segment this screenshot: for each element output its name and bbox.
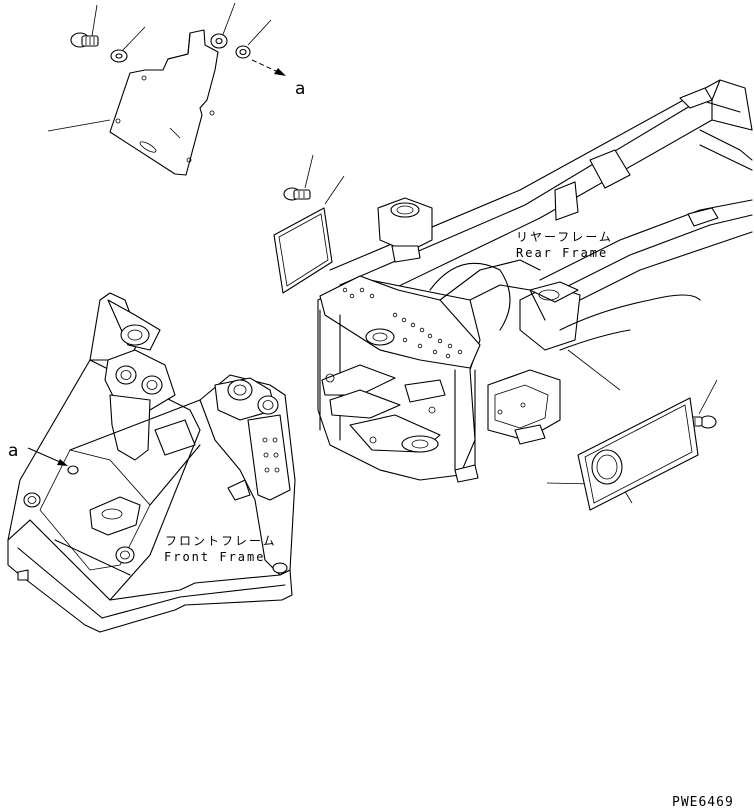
ref-label-a-top: a [295, 79, 305, 99]
front-frame [7, 292, 296, 633]
ref-pointer-a-left: a [8, 441, 68, 466]
bolt-icon [70, 32, 99, 48]
rear-frame [317, 79, 753, 483]
nut-icon [210, 33, 228, 49]
rear-cover-gasket [273, 154, 345, 294]
bolt-hole-pattern [262, 437, 280, 473]
cover-plate-assembly: a [47, 2, 305, 176]
rear-access-cover [546, 349, 718, 511]
bolt-icon [283, 187, 311, 201]
ref-label-a-left: a [8, 441, 18, 461]
rear-frame-label-jp: リヤーフレーム [516, 230, 613, 244]
washer-icon [110, 49, 128, 63]
drawing-code: PWE6469 [672, 795, 734, 810]
rear-frame-label-en: Rear Frame [516, 246, 608, 260]
bolt-hole-pattern [342, 287, 463, 359]
front-frame-label-en: Front Frame [164, 550, 265, 564]
washer-icon [235, 45, 251, 59]
front-frame-label-jp: フロントフレーム [165, 534, 277, 548]
